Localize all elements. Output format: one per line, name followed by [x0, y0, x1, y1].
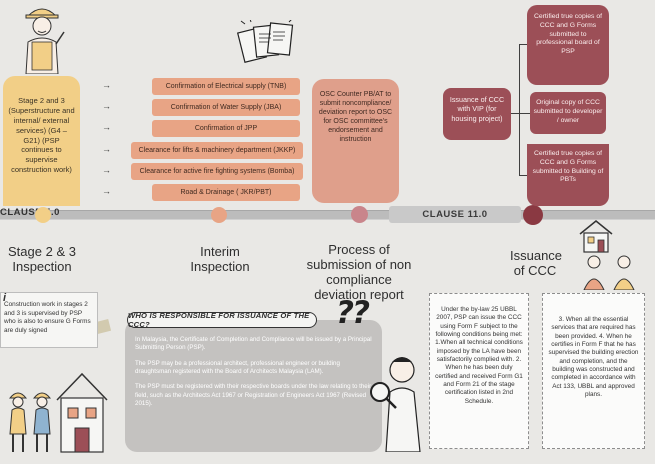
who-paragraph: The PSP must be registered with their re… [135, 383, 372, 408]
worker-illustration [25, 8, 65, 74]
who-box: In Malaysia, the Certificate of Completi… [125, 320, 382, 452]
who-paragraph: In Malaysia, the Certificate of Completi… [135, 336, 372, 352]
interim-item: Clearance for active fire fighting syste… [131, 163, 303, 180]
ccc-vip-box: Issuance of CCC with VIP (for housing pr… [443, 88, 511, 140]
process-label: Process of submission of non compliance … [306, 242, 412, 302]
ccc-developer-box: Original copy of CCC submitted to develo… [530, 92, 606, 134]
timeline-dot-interim [211, 207, 227, 223]
connector-line [511, 113, 519, 114]
left-note: i Construction work in stages 2 and 3 is… [0, 292, 98, 348]
house-illustration [56, 372, 108, 453]
clause-right-label: CLAUSE 11.0 [389, 206, 521, 223]
stage-box: Stage 2 and 3 (Superstructure and intern… [3, 76, 80, 206]
workers-illustration [8, 392, 52, 452]
stage-label: Stage 2 & 3 Inspection [8, 244, 76, 274]
left-note-text: Construction work in stages 2 and 3 is s… [4, 301, 91, 334]
people-illustration [583, 255, 635, 290]
note-marker: i [3, 292, 7, 304]
ccc-building-box: Certified true copies of CCC and G Forms… [527, 144, 609, 206]
connector-line [519, 44, 520, 175]
issuance-label: Issuance of CCC [510, 248, 563, 278]
timeline-dot-issuance [523, 205, 543, 225]
clause-left-label: CLAUSE 5.0 [0, 207, 60, 218]
condition-note-1: Under the by-law 25 UBBL 2007, PSP can i… [429, 293, 529, 449]
osc-box: OSC Counter PB/AT to submit noncomplianc… [312, 79, 399, 203]
interim-item: Confirmation of Electrical supply (TNB) [152, 78, 300, 95]
arrow-icon: → [102, 80, 111, 90]
condition-note-2: 3. When all the essential services that … [542, 293, 645, 449]
connector-line [519, 113, 530, 114]
interim-item: Road & Drainage ( JKR/PBT) [152, 184, 300, 201]
interim-item: Clearance for lifts & machinery departme… [131, 142, 303, 159]
arrow-icon: → [102, 101, 111, 111]
arrow-icon: → [102, 122, 111, 132]
who-heading: WHO IS RESPONSIBLE FOR ISSUANCE OF THE C… [127, 311, 317, 329]
interim-item: Confirmation of JPP [152, 120, 300, 137]
arrow-icon: → [102, 186, 111, 196]
connector-line [519, 44, 527, 45]
arrow-icon: → [102, 165, 111, 175]
question-marks: ?? [336, 295, 370, 331]
timeline-bar [0, 210, 655, 220]
arrow-icon: → [102, 144, 111, 154]
interim-label: Interim Inspection [190, 244, 250, 274]
magnifier-person-illustration [370, 357, 421, 452]
documents-illustration [237, 20, 294, 63]
ccc-professional-box: Certified true copies of CCC and G Forms… [527, 5, 609, 85]
house-illustration [579, 220, 613, 253]
timeline-dot-process [351, 206, 368, 223]
interim-item: Confirmation of Water Supply (JBA) [152, 99, 300, 116]
who-paragraph: The PSP may be a professional architect,… [135, 359, 340, 376]
connector-line [519, 175, 527, 176]
timeline-dot-stage [35, 207, 51, 223]
